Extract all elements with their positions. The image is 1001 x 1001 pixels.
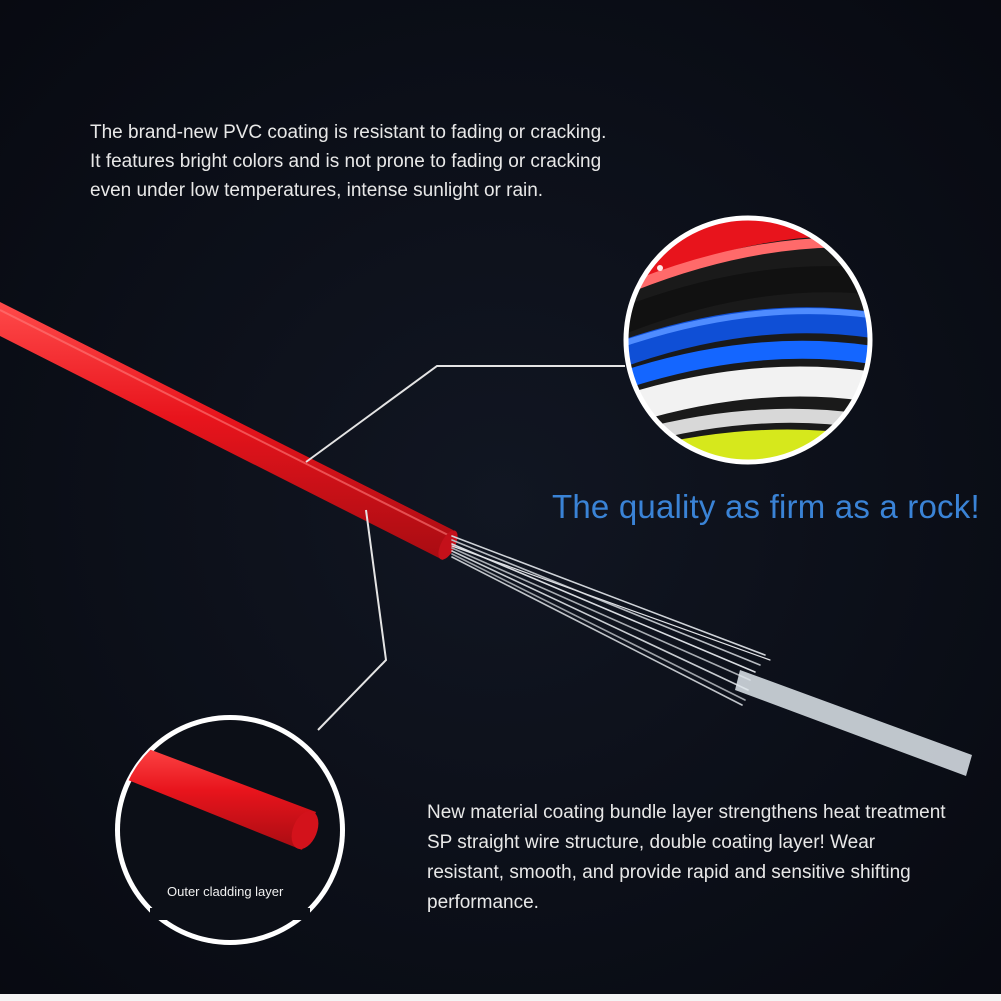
wire-strands xyxy=(451,535,771,706)
outer-cladding-zoom xyxy=(115,715,345,945)
bottom-border xyxy=(0,994,1001,1001)
quality-tagline: The quality as firm as a rock! xyxy=(552,488,980,525)
sparkle-icon xyxy=(657,265,663,271)
outer-cladding-label: Outer cladding layer xyxy=(167,884,284,899)
inner-liner xyxy=(735,670,972,776)
red-cable xyxy=(0,302,458,560)
pvc-coating-description: The brand-new PVC coating is resistant t… xyxy=(90,122,607,201)
coating-layer-description: New material coating bundle layer streng… xyxy=(427,802,946,913)
callout-lines xyxy=(305,365,625,731)
